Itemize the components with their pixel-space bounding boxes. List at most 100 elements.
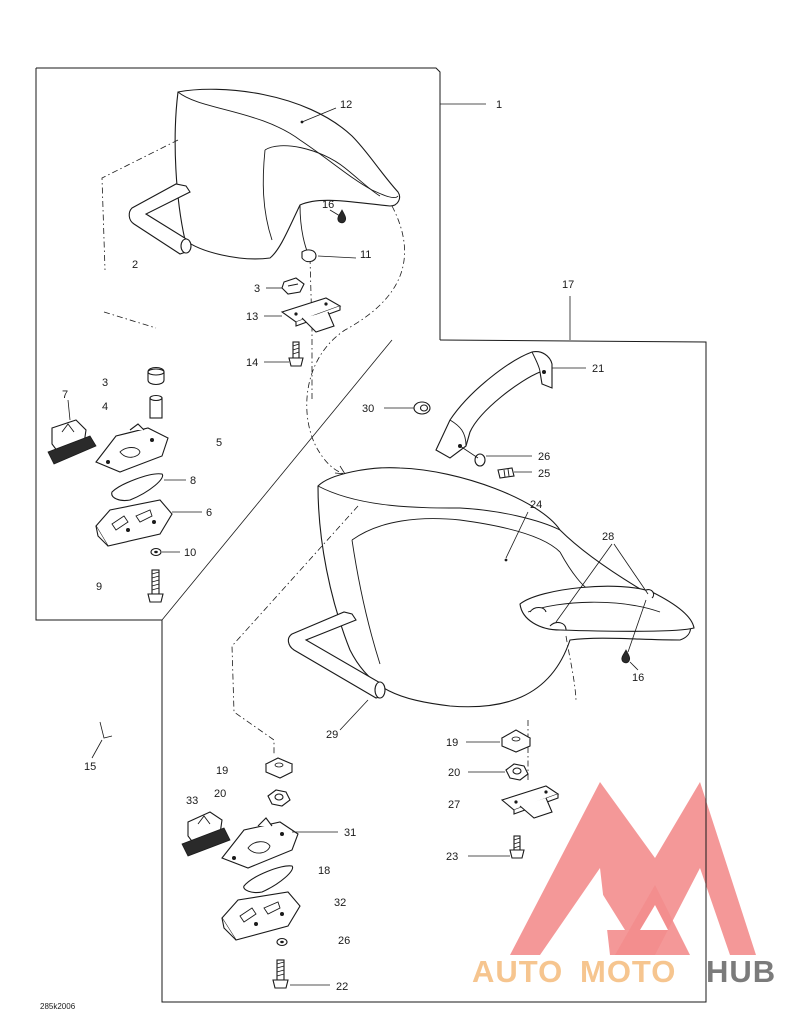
label-1: 1 [496,99,502,111]
label-12: 12 [340,99,352,111]
part-8-gasket [111,473,164,502]
part-18-gasket [243,865,294,894]
part-20-nut-right [505,763,529,781]
part-21-grab-handle [435,351,553,459]
label-9: 9 [96,581,102,593]
part-31-hinge-plate [221,817,299,869]
label-29: 29 [326,729,338,741]
leader-24 [505,511,529,559]
seat24-dashline-a [231,505,359,754]
label-24: 24 [530,499,542,511]
part-11-pad [301,249,317,263]
label-23: 23 [446,851,458,863]
label-25: 25 [538,468,550,480]
leader-12 [301,107,337,123]
part-29-tube [287,611,386,699]
leader-28-c [627,599,647,653]
label-15: 15 [84,761,96,773]
label-8: 8 [190,475,196,487]
part-5-hinge-plate [95,423,169,473]
label-4: 4 [102,401,108,413]
leader-16-bottom [629,661,639,671]
part-23-screw [509,835,525,859]
label-3-left: 3 [102,377,108,389]
watermark-text-moto: MOTO [580,954,676,989]
part-26-washer-right [474,453,486,467]
part-14-screw [288,341,304,367]
leader-11 [317,255,357,259]
label-16-bottom: 16 [632,672,644,684]
frame-lower-right [161,339,707,1003]
part-3-bushing-left [147,366,165,386]
label-7: 7 [62,389,68,401]
leader-7 [67,399,71,421]
part-33-latch [181,811,231,857]
watermark-text-hub: HUB [706,954,776,989]
part-9-screw [147,569,164,603]
leader-29 [339,699,369,731]
part-19-square-nut-left [264,757,294,779]
label-14: 14 [246,357,258,369]
seat12-dashline-a [101,139,179,271]
label-30: 30 [362,403,374,415]
part-25-screw [497,467,515,479]
label-26-bottom: 26 [338,935,350,947]
label-21: 21 [592,363,604,375]
seat12-dashline-b [103,311,157,329]
leader-28-b [613,543,649,595]
part-2-tube [128,183,192,255]
seat-12 [174,88,401,260]
part-15-symbol [99,721,113,739]
label-22: 22 [336,981,348,993]
part-26-washer-bottom [276,937,288,947]
leader-28-a [555,543,613,623]
seat12-dashline-c [309,257,313,400]
part-10-washer [150,547,162,557]
label-6: 6 [206,507,212,519]
part-30-bushing [413,401,431,415]
label-20-right: 20 [448,767,460,779]
part-20-nut-left [267,789,291,807]
part-7-latch [47,419,97,465]
label-18: 18 [318,865,330,877]
seat-24 [317,467,695,708]
watermark-text-auto: AUTO [472,954,563,989]
label-32: 32 [334,897,346,909]
label-13: 13 [246,311,258,323]
label-2: 2 [132,259,138,271]
label-20-left: 20 [214,788,226,800]
label-26-right: 26 [538,451,550,463]
label-28: 28 [602,531,614,543]
label-10: 10 [184,547,196,559]
leader-16-top [329,209,341,217]
label-16-top: 16 [322,199,334,211]
seat24-dashline-b [565,635,577,701]
frame-diagonal [161,339,393,621]
label-33: 33 [186,795,198,807]
part-32-base [221,891,301,941]
label-19-right: 19 [446,737,458,749]
label-3-top: 3 [254,283,260,295]
label-19-left: 19 [216,765,228,777]
handle-dash-link [459,445,479,459]
label-27: 27 [448,799,460,811]
part-27-bracket [500,785,560,819]
part-13-bracket [280,297,342,333]
label-17: 17 [562,279,574,291]
label-31: 31 [344,827,356,839]
part-19-square-nut-right [500,729,532,753]
part-4-spacer [149,394,163,419]
label-5: 5 [216,437,222,449]
part-22-screw [272,959,289,989]
grease-drop-16-bottom [621,649,631,664]
leader-15 [91,739,103,759]
frame-upper-left [35,67,441,621]
seat12-dashline-d [306,205,405,475]
leader-24-dot [504,558,508,562]
drawing-code: 285k2006 [40,1002,76,1011]
part-3-nut-top [281,277,305,295]
watermark-wordmark: AUTO MOTO HUB [472,954,776,989]
watermark-logo [510,782,756,955]
part-6-base [95,499,173,547]
